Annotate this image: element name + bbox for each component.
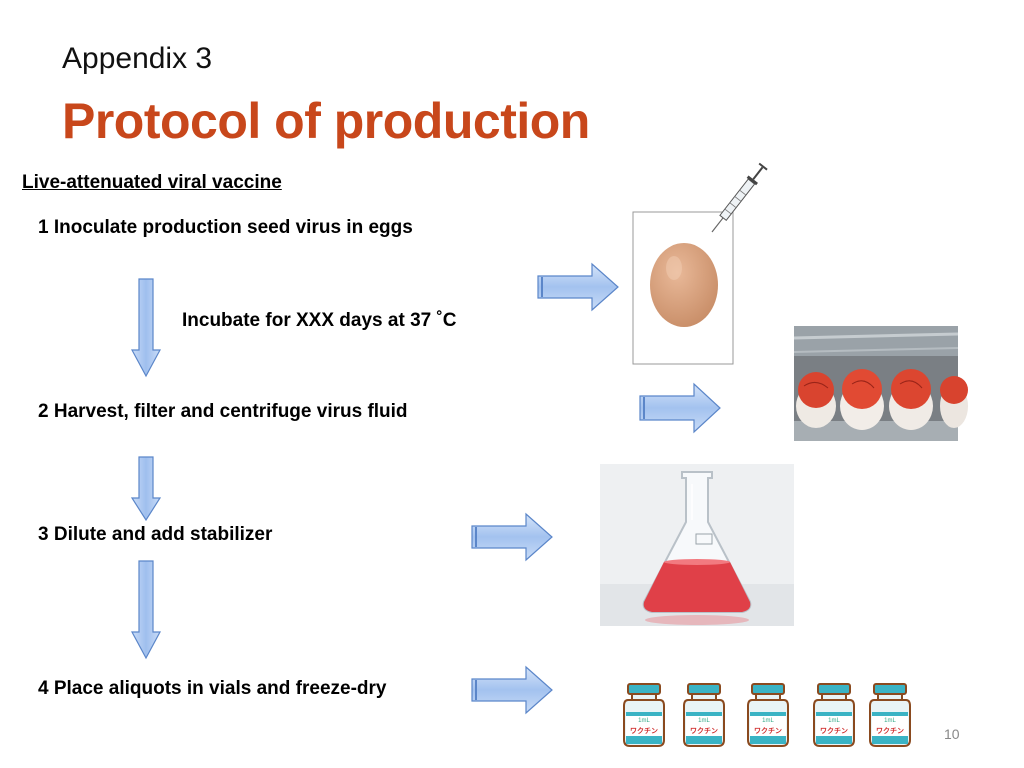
vial-icon xyxy=(813,683,855,747)
flask-image xyxy=(600,464,794,626)
vial-icon xyxy=(683,683,725,747)
egg-injection-image xyxy=(632,162,768,365)
right-arrow-3 xyxy=(471,512,553,562)
step-2-text: 2 Harvest, filter and centrifuge virus f… xyxy=(38,401,408,422)
right-arrow-1 xyxy=(537,262,619,312)
vial-label-name: ワクチン xyxy=(820,728,848,735)
vial-label-volume: 1mL xyxy=(884,718,896,724)
step-1-text: 1 Inoculate production seed virus in egg… xyxy=(38,217,413,238)
vial-label-name: ワクチン xyxy=(630,728,658,735)
vial-label-volume: 1mL xyxy=(762,718,774,724)
down-arrow-2 xyxy=(130,456,162,522)
harvested-eggs-image xyxy=(793,326,968,441)
vial-label-volume: 1mL xyxy=(698,718,710,724)
vial-label-name: ワクチン xyxy=(690,728,718,735)
right-arrow-2 xyxy=(639,382,721,434)
vial-icon xyxy=(747,683,789,747)
vial-label-volume: 1mL xyxy=(828,718,840,724)
vial-label-name: ワクチン xyxy=(876,728,904,735)
appendix-label: Appendix 3 xyxy=(62,42,213,75)
down-arrow-3 xyxy=(130,560,162,660)
slide-title: Protocol of production xyxy=(62,93,590,149)
step-3-text: 3 Dilute and add stabilizer xyxy=(38,524,273,545)
vial-icon xyxy=(623,683,665,747)
vials-illustration: 1mL ワクチン 1mL ワクチン 1mL ワクチン 1mL ワクチン xyxy=(622,682,922,750)
step-4-text: 4 Place aliquots in vials and freeze-dry xyxy=(38,678,387,699)
vial-icon xyxy=(869,683,911,747)
page-number: 10 xyxy=(944,726,960,742)
vial-label-volume: 1mL xyxy=(638,718,650,724)
down-arrow-1 xyxy=(130,278,162,378)
incubation-note: Incubate for XXX days at 37 ˚C xyxy=(182,310,457,331)
section-subtitle: Live-attenuated viral vaccine xyxy=(22,172,282,193)
vial-label-name: ワクチン xyxy=(754,728,782,735)
right-arrow-4 xyxy=(471,665,553,715)
